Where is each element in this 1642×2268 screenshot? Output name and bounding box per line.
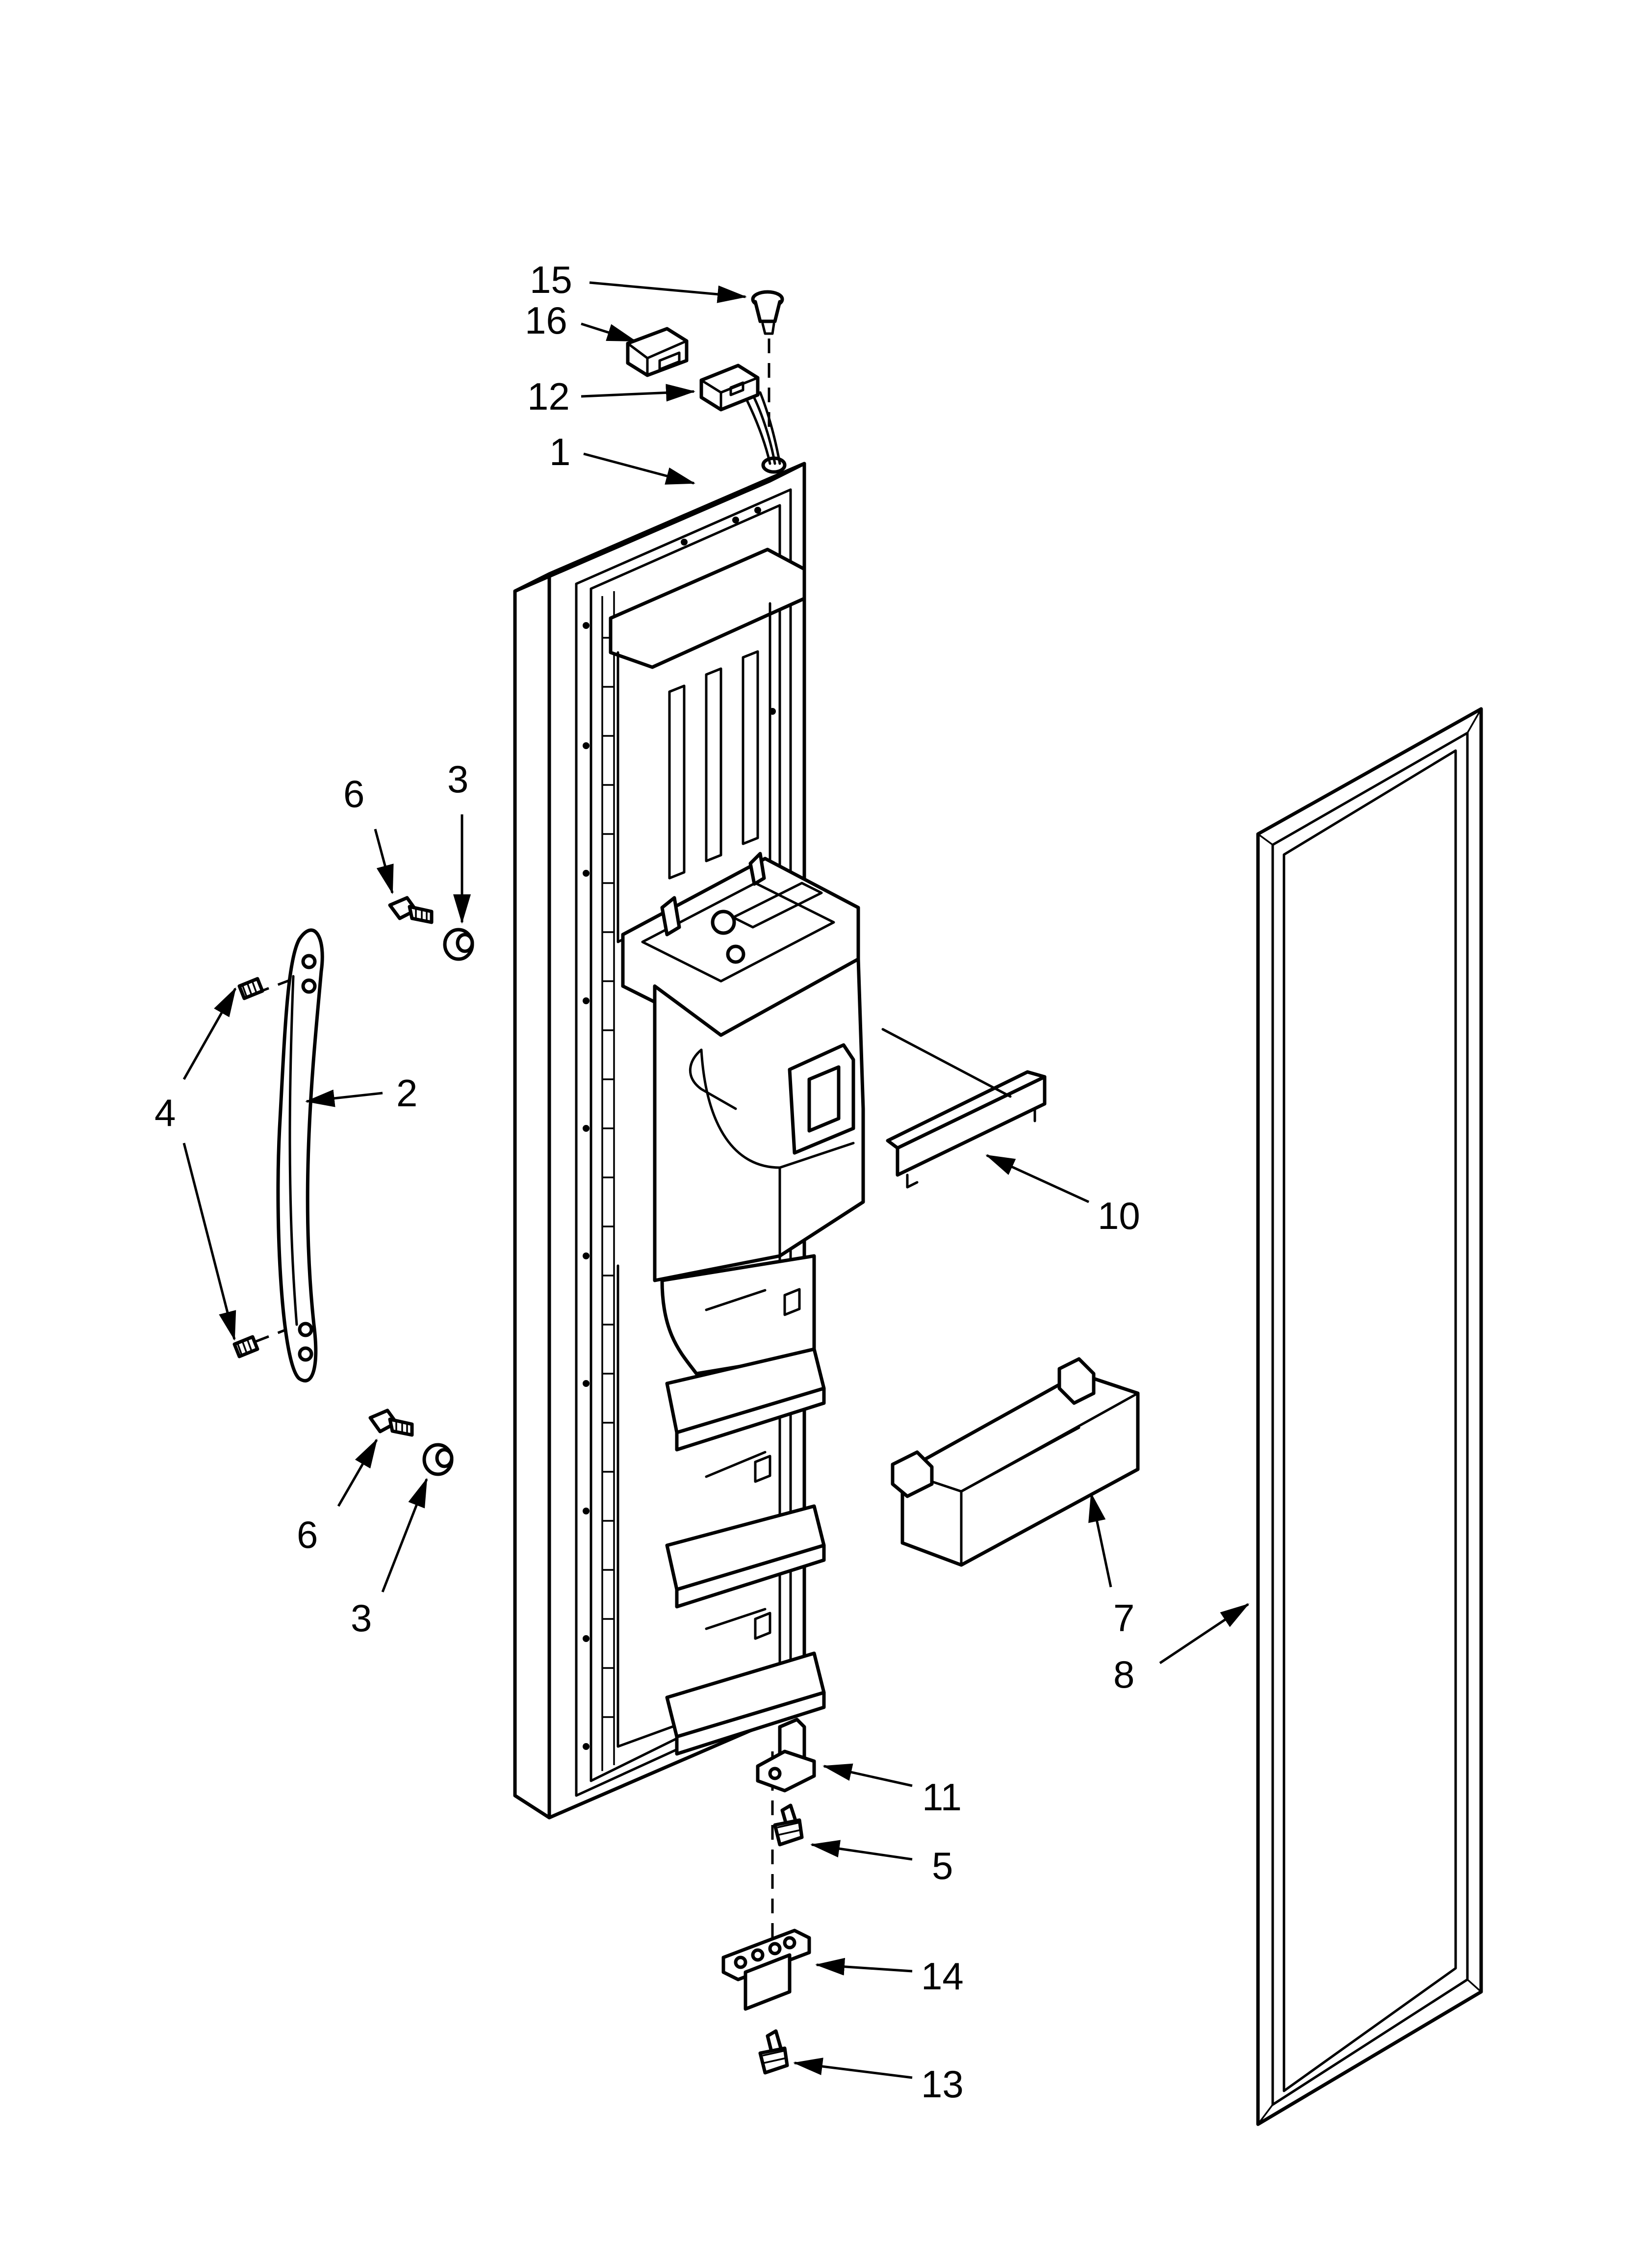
assembly-line-handle-bottom [255, 1323, 300, 1343]
callout-6-bottom: 6 [297, 1513, 318, 1556]
set-screw-part-4-bottom [232, 1335, 259, 1358]
plug-part-15 [751, 290, 784, 335]
connector-part-16 [626, 327, 689, 377]
callout-3-bottom: 3 [351, 1596, 372, 1640]
screw-part-5 [773, 1803, 804, 1847]
door-bin-part-7 [891, 1357, 1140, 1567]
callout-8: 8 [1113, 1653, 1134, 1696]
callout-1: 1 [549, 430, 570, 473]
freezer-door-part-1 [513, 456, 865, 1820]
trim-part-10 [881, 1028, 1047, 1189]
callout-11: 11 [922, 1775, 962, 1819]
callout-5: 5 [932, 1844, 953, 1887]
callout-4: 4 [154, 1091, 176, 1134]
callout-3-top: 3 [447, 757, 468, 801]
callout-7: 7 [1113, 1596, 1134, 1640]
door-gasket-part-8 [1256, 707, 1483, 2126]
callout-15: 15 [530, 258, 572, 301]
callout-10: 10 [1098, 1194, 1140, 1237]
handle-part-2 [276, 928, 324, 1382]
callout-2: 2 [396, 1071, 417, 1115]
spacer-part-3-top [443, 928, 474, 961]
screw-part-13 [758, 2029, 789, 2075]
callout-16: 16 [525, 299, 567, 342]
set-screw-part-4-top [237, 977, 264, 1000]
callout-labels: 15 16 12 1 6 3 2 4 6 3 10 7 8 11 5 14 13 [154, 258, 1140, 2106]
hinge-part-14 [721, 1929, 811, 2011]
callout-13: 13 [921, 2062, 964, 2106]
callout-14: 14 [921, 1955, 964, 1998]
spacer-part-3-bottom [422, 1443, 454, 1476]
callout-12: 12 [527, 375, 570, 418]
hinge-bushing-part-11 [756, 1718, 816, 1793]
screw-part-6-bottom [368, 1408, 414, 1437]
screw-part-6-top [388, 896, 434, 924]
leader-lines [182, 281, 1250, 2079]
callout-6-top: 6 [343, 772, 364, 815]
wire-harness-part-12 [699, 364, 781, 465]
